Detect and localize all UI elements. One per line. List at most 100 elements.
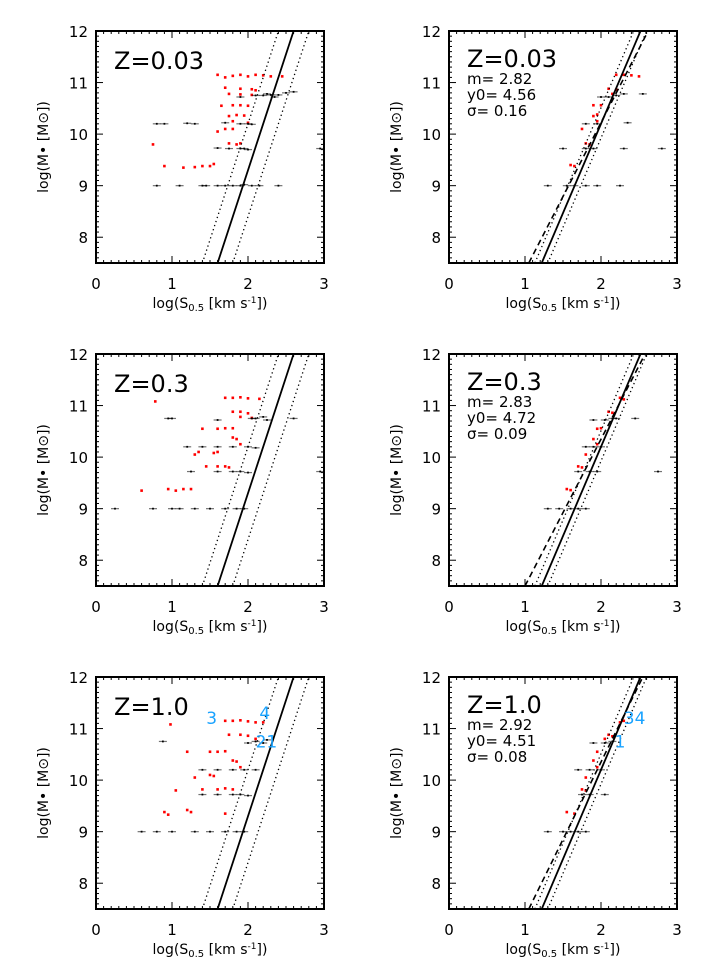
series-red — [140, 396, 261, 492]
fit-sigma-label: σ= 0.09 — [467, 425, 527, 443]
panel-title: Z=1.0 — [467, 691, 542, 719]
x-tick-label: 2 — [596, 598, 606, 616]
y-tick-label: 10 — [69, 126, 88, 144]
panel-title: Z=1.0 — [114, 693, 189, 721]
x-tick-label: 3 — [319, 275, 329, 293]
y-axis-label: log(M• [M⊙]) — [389, 424, 405, 516]
x-tick-label: 2 — [596, 275, 606, 293]
y-axis-label: log(M• [M⊙]) — [389, 101, 405, 193]
y-axis-label: log(M• [M⊙]) — [36, 424, 52, 516]
scatter-points — [543, 396, 662, 510]
x-tick-label: 1 — [167, 275, 177, 293]
x-tick-label: 0 — [444, 598, 454, 616]
plot-frame — [448, 353, 678, 587]
x-axis-label: log(S0.5 [km s-1]) — [153, 296, 268, 314]
y-tick-label: 12 — [422, 669, 441, 687]
y-tick-label: 9 — [78, 501, 88, 519]
y-tick-label: 9 — [431, 501, 441, 519]
y-tick-label: 10 — [422, 449, 441, 467]
y-tick-label: 10 — [69, 772, 88, 790]
fit-intercept-label: y0= 4.72 — [467, 409, 536, 427]
y-axis-label: log(M• [M⊙]) — [389, 747, 405, 839]
x-tick-label: 2 — [243, 275, 253, 293]
y-tick-label: 9 — [78, 824, 88, 842]
y-tick-label: 8 — [78, 552, 88, 570]
x-tick-label: 1 — [520, 921, 530, 939]
fit-lines — [201, 31, 310, 263]
fit-lines — [528, 31, 649, 263]
series-black — [543, 417, 662, 510]
x-tick-label: 0 — [91, 921, 101, 939]
fit-intercept-label: y0= 4.56 — [467, 86, 536, 104]
line-fit — [540, 354, 642, 586]
y-tick-label: 8 — [431, 875, 441, 893]
scatter-points — [111, 396, 324, 510]
y-tick-label: 12 — [69, 23, 88, 41]
x-tick-label: 1 — [520, 275, 530, 293]
y-tick-label: 12 — [69, 346, 88, 364]
fit-lines — [201, 677, 310, 909]
plot-frame — [95, 676, 325, 910]
x-tick-label: 3 — [319, 598, 329, 616]
series-black — [111, 415, 324, 510]
y-tick-label: 12 — [422, 346, 441, 364]
series-red — [151, 73, 284, 169]
x-axis-label: log(S0.5 [km s-1]) — [506, 296, 621, 314]
line-dashed-reference — [528, 677, 644, 909]
fit-sigma-label: σ= 0.16 — [467, 102, 527, 120]
annotation-label: 34 — [624, 709, 646, 729]
x-tick-label: 3 — [672, 275, 682, 293]
y-tick-label: 12 — [69, 669, 88, 687]
fit-intercept-label: y0= 4.51 — [467, 732, 536, 750]
panel-title: Z=0.03 — [467, 45, 557, 73]
annotation-label: 21 — [256, 732, 278, 752]
y-axis-label: log(M• [M⊙]) — [36, 747, 52, 839]
y-tick-label: 11 — [69, 75, 88, 93]
y-tick-label: 10 — [69, 449, 88, 467]
x-tick-label: 0 — [91, 598, 101, 616]
y-tick-label: 8 — [78, 229, 88, 247]
y-tick-label: 11 — [69, 398, 88, 416]
plot-frame — [95, 353, 325, 587]
y-tick-label: 8 — [431, 552, 441, 570]
x-axis-label: log(S0.5 [km s-1]) — [506, 942, 621, 960]
annotation-label: 3 — [206, 709, 217, 729]
x-tick-label: 2 — [596, 921, 606, 939]
y-tick-label: 11 — [422, 398, 441, 416]
x-tick-label: 1 — [167, 921, 177, 939]
x-tick-label: 1 — [520, 598, 530, 616]
fit-lines — [524, 354, 648, 586]
x-axis-label: log(S0.5 [km s-1]) — [153, 619, 268, 637]
plot-frame — [448, 30, 678, 264]
line-dashed-reference — [528, 31, 649, 263]
y-tick-label: 8 — [431, 229, 441, 247]
fit-slope-label: m= 2.92 — [467, 716, 532, 734]
line-fit — [216, 31, 295, 263]
series-red — [163, 719, 265, 816]
x-tick-label: 0 — [91, 275, 101, 293]
y-tick-label: 8 — [78, 875, 88, 893]
line-fit — [540, 31, 642, 263]
fit-lines — [528, 677, 648, 909]
y-tick-label: 9 — [78, 178, 88, 196]
x-tick-label: 3 — [672, 921, 682, 939]
panel-title: Z=0.3 — [114, 370, 189, 398]
y-tick-label: 9 — [431, 178, 441, 196]
y-tick-label: 11 — [69, 721, 88, 739]
y-axis-label: log(M• [M⊙]) — [36, 101, 52, 193]
x-tick-label: 1 — [167, 598, 177, 616]
line-dashed-reference — [524, 354, 646, 586]
panel-title: Z=0.3 — [467, 368, 542, 396]
y-tick-label: 12 — [422, 23, 441, 41]
x-axis-label: log(S0.5 [km s-1]) — [153, 942, 268, 960]
x-tick-label: 0 — [444, 275, 454, 293]
annotation-label: 4 — [259, 704, 270, 724]
plot-frame — [448, 676, 678, 910]
